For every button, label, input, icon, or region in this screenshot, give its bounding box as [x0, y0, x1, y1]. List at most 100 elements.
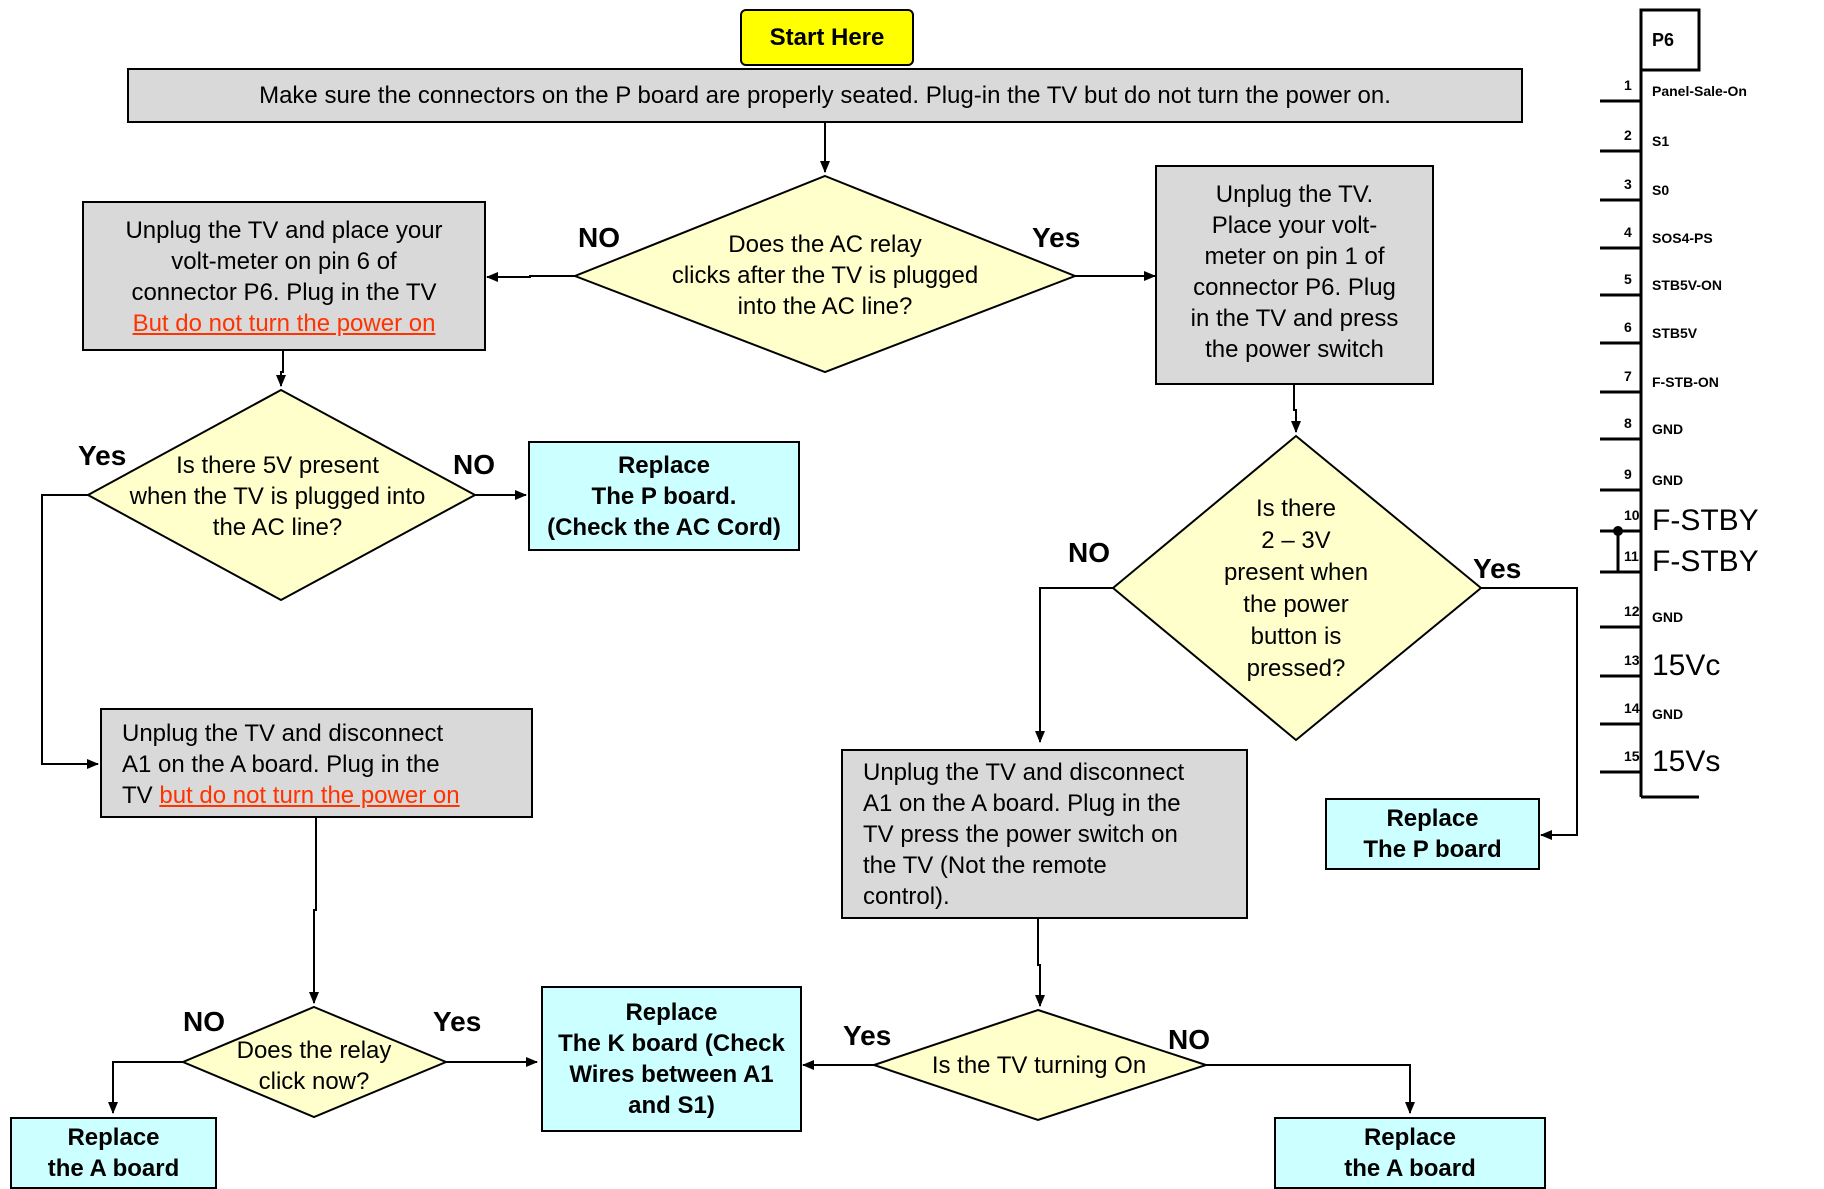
connector-pin-signal: GND [1652, 609, 1684, 625]
connector-pin-number: 7 [1624, 368, 1632, 384]
replace-a-board-left-line: the A board [47, 1155, 180, 1182]
step-measure-pin6: Unplug the TV and place your volt-meter … [82, 201, 486, 351]
connector-pin-signal: Panel-Sale-On [1652, 83, 1747, 99]
connector-pin-signal: S0 [1652, 182, 1670, 198]
decision-relay-line: clicks after the TV is plugged [671, 262, 979, 289]
connector-pin-number: 4 [1624, 224, 1632, 240]
step-disconnect-a1-right-line: control). [863, 883, 950, 910]
decision-on: Is the TV turning On [904, 1050, 1174, 1081]
connector-pin-signal: STB5V-ON [1652, 277, 1723, 293]
step-measure-pin6-line: connector P6. Plug in the TV [131, 279, 437, 306]
connector-pin-number: 6 [1624, 319, 1632, 335]
replace-p-board-line: Replace [1386, 805, 1479, 832]
step-disconnect-a1-left-prefix: TV [122, 782, 160, 809]
step-disconnect-a1-left-line: Unplug the TV and disconnect [122, 720, 444, 747]
step-measure-pin1-line: Place your volt- [1211, 212, 1378, 239]
label-yes-5v: Yes [78, 440, 127, 471]
step-measure-pin1-line: Unplug the TV. [1215, 181, 1374, 208]
replace-p-board-cord-line: Replace [617, 451, 711, 479]
connector-pin-number: 9 [1624, 466, 1632, 482]
step-disconnect-a1-right-line: A1 on the A board. Plug in the [863, 790, 1181, 817]
connector-name: P6 [1652, 30, 1675, 50]
replace-k-board-line: The K board (Check [558, 1030, 785, 1057]
step-disconnect-a1-left-lastline: TV but do not turn the power on [122, 780, 531, 811]
replace-p-board: Replace The P board [1325, 798, 1540, 870]
start-label: Start Here [769, 23, 885, 51]
step-measure-pin1: Unplug the TV. Place your volt- meter on… [1155, 165, 1434, 385]
decision-23v-line: pressed? [1246, 655, 1346, 682]
decision-relay-line: Does the AC relay [728, 231, 922, 258]
replace-k-board: Replace The K board (Check Wires between… [541, 986, 802, 1132]
label-yes-23v: Yes [1473, 553, 1522, 584]
connector-pin-signal: S1 [1652, 133, 1670, 149]
step-measure-pin1-line: connector P6. Plug [1193, 274, 1396, 301]
decision-relay: Does the AC relay clicks after the TV is… [620, 229, 1030, 322]
label-no-23v: NO [1068, 537, 1110, 568]
decision-23v-shape [1111, 434, 1483, 742]
label-no-on: NO [1168, 1024, 1210, 1055]
step-measure-pin6-line: Unplug the TV and place your [125, 217, 443, 244]
replace-a-board-right-line: Replace [1363, 1124, 1457, 1151]
connector-pin-number: 5 [1624, 271, 1632, 287]
connector-pin-number: 8 [1624, 415, 1632, 431]
step-check-connectors-text: Make sure the connectors on the P board … [259, 82, 1391, 109]
decision-5v-line: when the TV is plugged into [129, 483, 426, 510]
step-measure-pin1-line: meter on pin 1 of [1204, 243, 1385, 270]
start-node: Start Here [740, 9, 914, 66]
decision-relay-line: into the AC line? [737, 293, 913, 320]
connector-p6-graphics [1600, 8, 1701, 799]
step-disconnect-a1-left-warning: but do not turn the power on [159, 782, 460, 809]
connector-pin-number: 1 [1624, 77, 1632, 93]
replace-a-board-left: Replace the A board [10, 1117, 217, 1189]
connector-pin-signal: GND [1652, 472, 1684, 488]
decision-click-line: click now? [258, 1068, 370, 1095]
step-measure-pin6-line: volt-meter on pin 6 of [171, 248, 397, 275]
replace-p-board-cord: Replace The P board. (Check the AC Cord) [528, 441, 800, 551]
decision-click-line: Does the relay [236, 1037, 392, 1064]
replace-k-board-line: Replace [625, 999, 718, 1026]
connector-pin-signal: F-STBY [1652, 504, 1759, 537]
connector-pin-signal: F-STBY [1652, 545, 1759, 578]
step-disconnect-a1-left: Unplug the TV and disconnect A1 on the A… [100, 708, 533, 818]
connector-pin-number: 11 [1624, 548, 1639, 564]
connector-pin-number: 12 [1624, 603, 1640, 619]
step-disconnect-a1-left-line: A1 on the A board. Plug in the [122, 751, 440, 778]
replace-p-board-cord-line: (Check the AC Cord) [547, 513, 781, 541]
step-disconnect-a1-right-line: the TV (Not the remote [863, 852, 1107, 879]
connector-pin-signal: 15Vs [1652, 745, 1721, 778]
connector-pin-signal: 15Vc [1652, 649, 1721, 682]
decision-relay-shape [572, 174, 1078, 374]
decision-click: Does the relay click now? [214, 1035, 414, 1097]
replace-k-board-line: Wires between A1 [569, 1061, 774, 1088]
decision-click-shape [180, 1005, 449, 1119]
step-disconnect-a1-right: Unplug the TV and disconnect A1 on the A… [841, 749, 1248, 919]
step-measure-pin1-line: in the TV and press [1190, 305, 1399, 332]
label-no-5v: NO [453, 449, 495, 480]
replace-a-board-right: Replace the A board [1274, 1117, 1546, 1189]
decision-5v-shape [85, 388, 478, 602]
connector-pin-number: 10 [1624, 507, 1640, 523]
decision-5v: Is there 5V present when the TV is plugg… [100, 450, 455, 543]
decision-23v-line: the power [1243, 591, 1349, 618]
connector-pin-signal: F-STB-ON [1652, 374, 1719, 390]
decision-on-shape [870, 1008, 1210, 1122]
step-disconnect-a1-right-line: Unplug the TV and disconnect [863, 759, 1185, 786]
decision-23v: Is there 2 – 3V present when the power b… [1196, 493, 1396, 685]
replace-a-board-left-line: Replace [67, 1124, 160, 1151]
decision-23v-line: 2 – 3V [1261, 527, 1331, 554]
connector-pin-signal: GND [1652, 706, 1684, 722]
connector-pin-number: 15 [1624, 748, 1640, 764]
label-no-relay: NO [578, 222, 620, 253]
label-yes-click: Yes [433, 1006, 482, 1037]
connector-pin-number: 13 [1624, 652, 1640, 668]
label-yes-relay: Yes [1032, 222, 1081, 253]
replace-a-board-right-line: the A board [1344, 1155, 1476, 1182]
step-check-connectors: Make sure the connectors on the P board … [127, 68, 1523, 123]
replace-p-board-line: The P board [1363, 836, 1502, 863]
decision-on-line: Is the TV turning On [931, 1052, 1147, 1079]
connector-pin-signal: SOS4-PS [1652, 230, 1713, 246]
decision-23v-line: present when [1223, 559, 1369, 586]
decision-5v-line: the AC line? [212, 514, 343, 541]
